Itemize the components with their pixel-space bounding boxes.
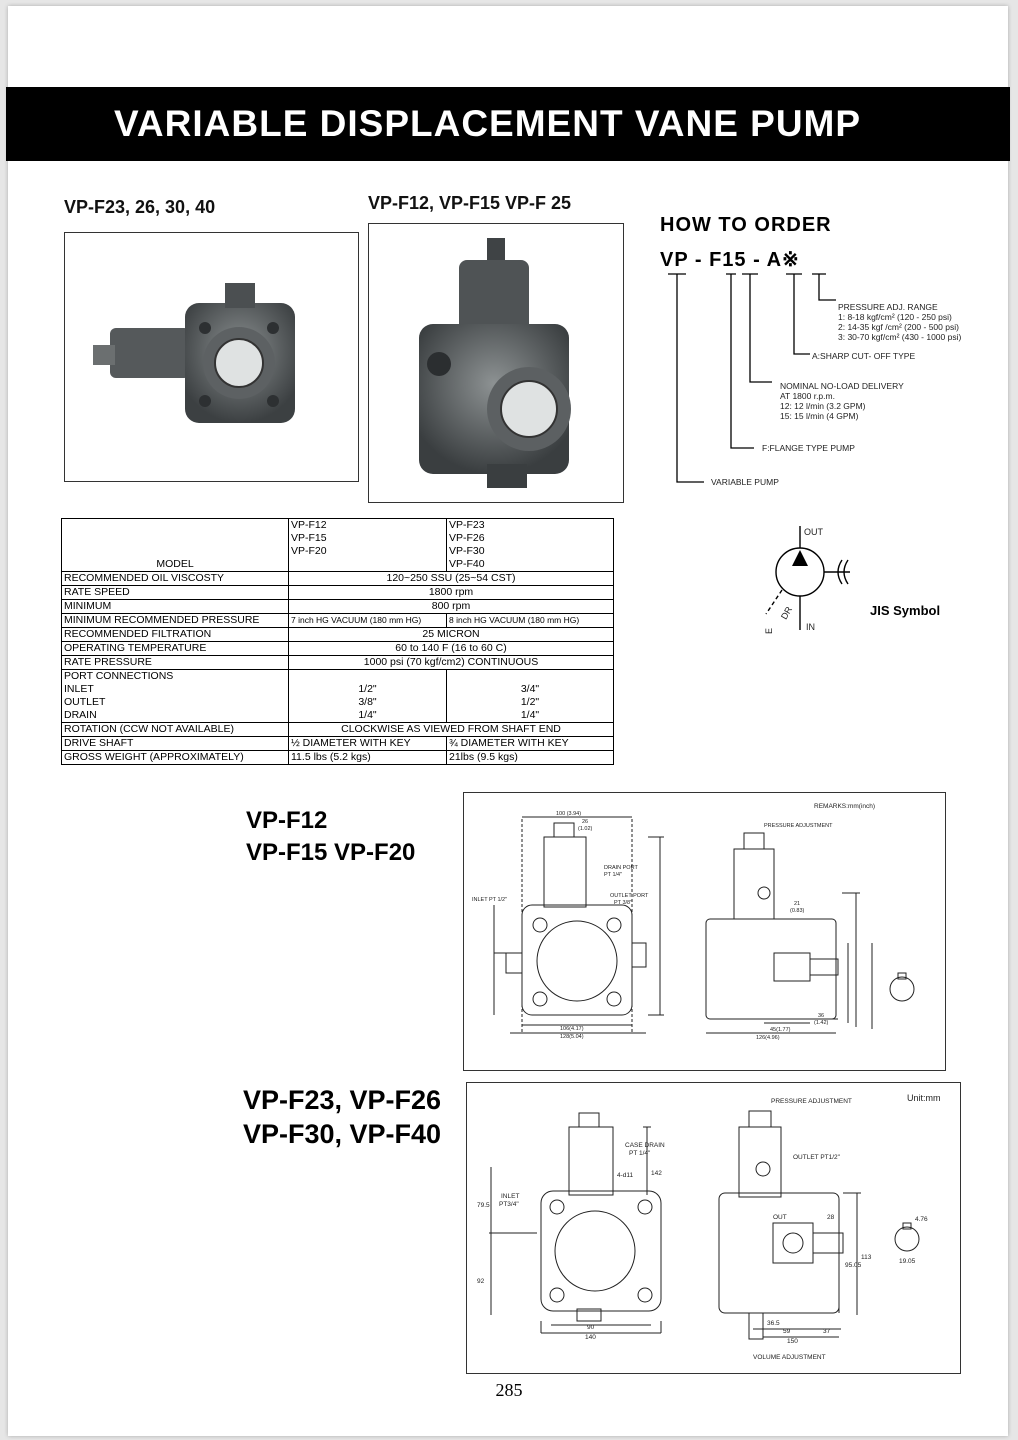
drawing-b-dim-90: 90 xyxy=(587,1324,595,1331)
drawing-b-unit: Unit:mm xyxy=(907,1093,941,1103)
table-row: MODEL VP-F40 xyxy=(61,558,614,572)
drawing-b-inlet: INLET xyxy=(501,1193,519,1200)
drawing-b-outlet-pt: OUTLET PT1/2" xyxy=(793,1154,841,1161)
drawing-b-dim-113: 113 xyxy=(861,1254,872,1261)
drawing-a-outlet-pt: PT 3/8" xyxy=(614,900,632,906)
drawing-a-remarks: REMARKS:mm(inch) xyxy=(814,803,875,810)
drawing-b-dim-476: 4.76 xyxy=(915,1216,928,1223)
jis-e-label: E xyxy=(764,627,775,635)
drawing-a-drain-pt: PT 1/4" xyxy=(604,872,622,878)
order-code-leader-lines xyxy=(668,273,836,483)
delivery-note: NOMINAL NO-LOAD DELIVERY AT 1800 r.p.m. … xyxy=(780,381,904,421)
drawing-b-dim-1905: 19.05 xyxy=(899,1258,916,1265)
drawing-a-label-2: VP-F15 VP-F20 xyxy=(246,839,416,866)
order-code: VP - F15 - A※ xyxy=(660,249,800,271)
table-row: PORT CONNECTIONS xyxy=(61,669,614,683)
drawing-a-drain-port: DRAIN PORT xyxy=(604,865,638,871)
jis-symbol-diagram xyxy=(765,526,850,630)
how-to-order-title: HOW TO ORDER xyxy=(660,214,832,236)
drawing-a-dim-36b: (1.42) xyxy=(814,1020,829,1026)
drawing-b-box: Unit:mm PRESSURE ADJUSTMENT CASE DRAIN P… xyxy=(466,1082,961,1374)
drawing-b-dim-142: 142 xyxy=(651,1170,662,1177)
drawing-b-dim-36: 36.5 xyxy=(767,1320,780,1327)
table-row: VP-F12 VP-F23 xyxy=(61,518,614,532)
drawing-b-dim-92: 92 xyxy=(477,1278,485,1285)
drawing-b-case-pt: PT 1/4" xyxy=(629,1150,651,1157)
drawing-b-dim-79: 79.5 xyxy=(477,1202,490,1209)
drawing-b-label-2: VP-F30, VP-F40 xyxy=(243,1119,442,1149)
drawing-a-dim-36: 36 xyxy=(818,1013,824,1019)
drawing-a-dim-21: 21 xyxy=(794,901,800,907)
pump-photo-small xyxy=(368,223,624,503)
drawing-a-box: REMARKS:mm(inch) PRESSURE ADJUSTMENT DRA… xyxy=(463,792,946,1071)
flange-note: F:FLANGE TYPE PUMP xyxy=(762,443,855,453)
drawing-b-out: OUT xyxy=(773,1214,787,1221)
jis-in-label: IN xyxy=(806,622,815,632)
drawing-b-dim-150: 150 xyxy=(787,1338,798,1345)
jis-out-label: OUT xyxy=(804,527,823,537)
drawing-a-dim-126: 126(4.96) xyxy=(756,1035,780,1041)
drawing-a-dim-106: 106(4.17) xyxy=(560,1026,584,1032)
jis-symbol-label: JIS Symbol xyxy=(870,603,941,618)
drawing-a-dim-26b: (1.02) xyxy=(578,826,593,832)
sharp-cut-note: A:SHARP CUT- OFF TYPE xyxy=(812,351,916,361)
drawing-b-dim-59: 59 xyxy=(783,1328,791,1335)
pressure-range-note: PRESSURE ADJ. RANGE 1: 8-18 kgf/cm² (120… xyxy=(838,302,962,342)
pump-photo-large xyxy=(64,232,359,482)
page-title: VARIABLE DISPLACEMENT VANE PUMP xyxy=(6,87,1010,161)
drawing-a-label-1: VP-F12 xyxy=(246,807,328,834)
drawing-b-dim-95: 95.05 xyxy=(845,1262,862,1269)
drawing-a-dim-21b: (0.83) xyxy=(790,908,805,914)
drawing-b-label-1: VP-F23, VP-F26 xyxy=(243,1085,442,1115)
variable-note: VARIABLE PUMP xyxy=(711,477,779,487)
right-photo-caption: VP-F12, VP-F15 VP-F 25 xyxy=(368,193,572,213)
left-photo-caption: VP-F23, 26, 30, 40 xyxy=(64,197,216,217)
drawing-a-outlet-port: OUTLET PORT xyxy=(610,893,649,899)
drawing-a-inlet: INLET PT 1/2" xyxy=(472,897,507,903)
drawing-b-case-drain: CASE DRAIN xyxy=(625,1142,665,1149)
drawing-b-4d11: 4-d11 xyxy=(617,1172,634,1179)
drawing-b-pressure-adj: PRESSURE ADJUSTMENT xyxy=(771,1098,852,1105)
table-row: GROSS WEIGHT (APPROXIMATELY)11.5 lbs (5.… xyxy=(61,750,614,765)
drawing-b-dim-37: 37 xyxy=(823,1328,831,1335)
page-number: 285 xyxy=(495,1380,523,1400)
drawing-a-dim-128: 128(5.04) xyxy=(560,1034,584,1040)
drawing-b-volume-adj: VOLUME ADJUSTMENT xyxy=(753,1354,826,1361)
drawing-b-dim-28: 28 xyxy=(827,1214,835,1221)
drawing-a-dim-45: 45(1.77) xyxy=(770,1027,791,1033)
drawing-a-pressure-adj: PRESSURE ADJUSTMENT xyxy=(764,823,833,829)
table-row: ROTATION (CCW NOT AVAILABLE)CLOCKWISE AS… xyxy=(61,722,614,737)
drawing-a-dim-top: 100 (3.94) xyxy=(556,811,581,817)
drawing-b-inlet-pt: PT3/4" xyxy=(499,1201,519,1208)
drawing-a-dim-26: 26 xyxy=(582,819,588,825)
drawing-b-dim-140: 140 xyxy=(585,1334,596,1341)
